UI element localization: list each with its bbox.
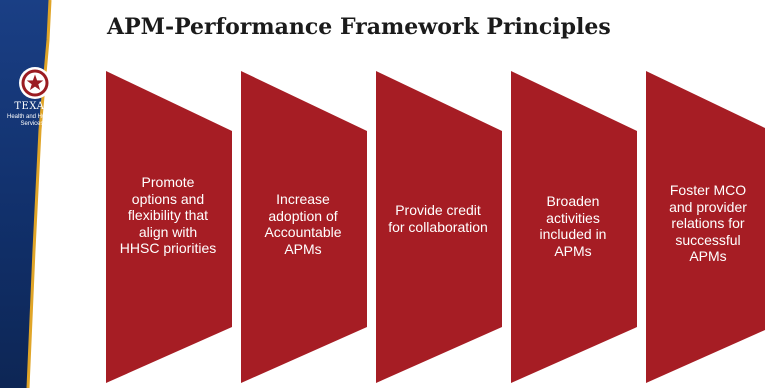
brand-name: TEXAS xyxy=(14,101,52,112)
chevron-shape xyxy=(106,71,232,383)
page-title: APM-Performance Framework Principles xyxy=(107,14,611,40)
principle-label: Increase adoption of Accountable APMs xyxy=(264,191,342,257)
chevron-shape xyxy=(511,71,637,383)
brand-subtitle: Health and Human Services xyxy=(6,114,58,127)
principle-label: Foster MCO and provider relations for su… xyxy=(669,182,747,264)
state-seal-star-icon xyxy=(19,67,51,99)
chevron-shape xyxy=(241,71,367,383)
principle-label: Broaden activities included in APMs xyxy=(539,193,607,259)
principle-label: Promote options and flexibility that ali… xyxy=(119,174,217,256)
chevron-shape xyxy=(376,71,502,383)
chevron-shape xyxy=(646,71,765,383)
principle-label: Provide credit for collaboration xyxy=(388,202,488,235)
